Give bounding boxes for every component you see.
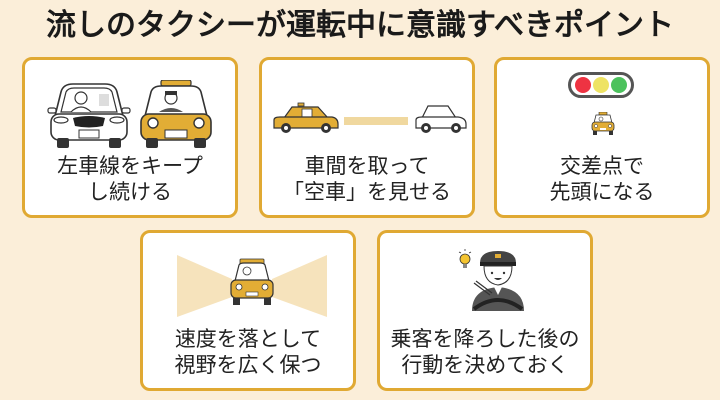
card-label: 交差点で 先頭になる xyxy=(549,154,655,204)
point-card-plan-after-dropoff: 乗客を降ろした後の 行動を決めておく xyxy=(377,230,593,391)
taxi-wide-view-icon xyxy=(177,253,327,317)
point-card-slow-down: 速度を落として 視野を広く保つ xyxy=(140,230,356,391)
point-card-lead-intersection: 交差点で 先頭になる xyxy=(494,57,710,218)
point-card-keep-distance: 車間を取って 「空車」を見せる xyxy=(259,57,475,218)
card-label: 左車線をキープ し続ける xyxy=(57,154,203,204)
two-cars-front-icon xyxy=(47,80,217,150)
point-card-keep-left-lane: 左車線をキープ し続ける xyxy=(22,57,238,218)
card-label: 乗客を降ろした後の 行動を決めておく xyxy=(390,327,580,377)
page-title: 流しのタクシーが運転中に意識すべきポイント xyxy=(46,8,674,43)
card-label: 速度を落として 視野を広く保つ xyxy=(174,327,322,377)
traffic-signal-icon xyxy=(568,72,634,98)
taxi-front-icon xyxy=(590,112,616,136)
card-label: 車間を取って 「空車」を見せる xyxy=(283,154,451,204)
taxi-following-car-icon xyxy=(272,102,468,136)
driver-idea-icon xyxy=(458,247,538,311)
